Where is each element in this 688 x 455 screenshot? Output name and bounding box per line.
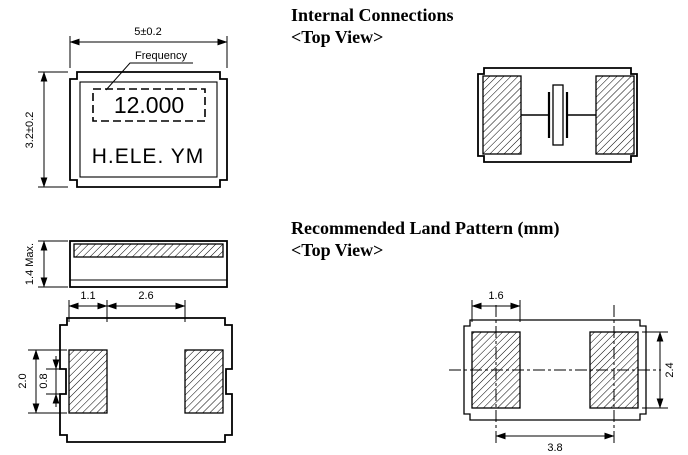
height-dimension-text: 3.2±0.2 bbox=[24, 112, 36, 149]
frequency-value: 12.000 bbox=[114, 92, 184, 118]
land-pad-width-dimension: 1.6 bbox=[471, 290, 521, 322]
package-bottom-view: 1.1 2.6 2.0 0.8 bbox=[17, 290, 233, 443]
pad-gap-dimension-text: 2.6 bbox=[138, 290, 153, 302]
internal-connections-drawing bbox=[477, 67, 638, 163]
internal-connections-title: Internal Connections bbox=[291, 5, 454, 25]
land-pad-pitch-text: 3.8 bbox=[547, 442, 562, 454]
vendor-marking: H.ELE. YM bbox=[92, 145, 204, 168]
width-dimension: 5±0.2 bbox=[69, 26, 228, 68]
land-pad-height-dimension: 2.4 bbox=[642, 331, 676, 409]
pad-width-and-gap-dimension: 1.1 2.6 bbox=[68, 290, 186, 322]
land-pad-height-text: 2.4 bbox=[664, 362, 676, 377]
pad-width-dimension-text: 1.1 bbox=[80, 290, 95, 302]
land-pad-pitch-dimension: 3.8 bbox=[495, 432, 615, 454]
land-pattern-title: Recommended Land Pattern (mm) bbox=[291, 218, 559, 239]
package-body-outline bbox=[69, 71, 228, 188]
land-pattern-drawing: 1.6 2.4 3.8 bbox=[449, 290, 676, 454]
pad-height-dimension: 2.0 bbox=[17, 349, 67, 414]
frequency-label: Frequency bbox=[135, 50, 187, 62]
package-side-view: 1.4 Max. bbox=[24, 240, 228, 288]
castellation-dimension-text: 0.8 bbox=[38, 373, 50, 388]
castellation-dimension: 0.8 bbox=[38, 356, 64, 407]
package-top-view: 12.000 H.ELE. YM Frequency 5±0.2 3.2±0.2 bbox=[24, 26, 228, 188]
ic-pad-left bbox=[482, 75, 522, 155]
bottom-pad-right bbox=[184, 349, 224, 414]
land-pattern-section: Recommended Land Pattern (mm) <Top View>… bbox=[291, 218, 676, 454]
thickness-dimension: 1.4 Max. bbox=[24, 240, 68, 288]
bottom-pad-left bbox=[68, 349, 108, 414]
package-lid-outline bbox=[79, 81, 218, 178]
ic-pad-right bbox=[595, 75, 635, 155]
pad-height-dimension-text: 2.0 bbox=[17, 373, 29, 388]
height-dimension: 3.2±0.2 bbox=[24, 71, 68, 188]
land-pad-width-text: 1.6 bbox=[488, 290, 503, 302]
land-pattern-subtitle: <Top View> bbox=[291, 240, 383, 260]
internal-connections-section: Internal Connections <Top View> bbox=[291, 5, 638, 163]
thickness-dimension-text: 1.4 Max. bbox=[24, 243, 36, 285]
crystal-element bbox=[552, 84, 564, 146]
frequency-marking-box bbox=[92, 88, 206, 122]
metal-lid-hatched bbox=[73, 243, 224, 258]
internal-connections-subtitle: <Top View> bbox=[291, 27, 383, 47]
frequency-leader-line bbox=[105, 62, 193, 91]
width-dimension-text: 5±0.2 bbox=[134, 26, 161, 38]
